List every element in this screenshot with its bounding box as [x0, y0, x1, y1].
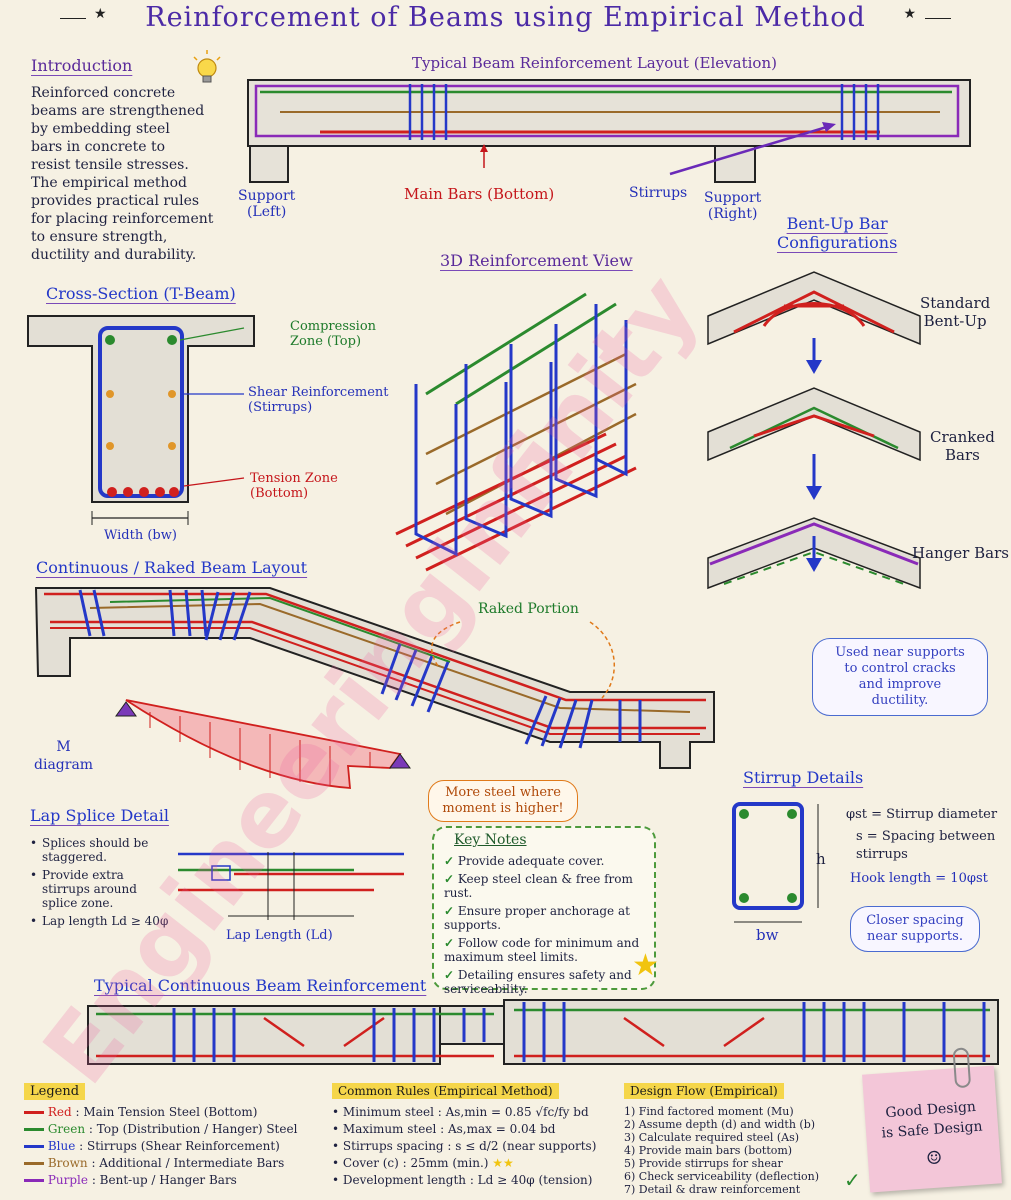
- rules-block: Common Rules (Empirical Method) • Minimu…: [332, 1080, 608, 1187]
- continuous-beam-diagram: [87, 999, 999, 1065]
- closer-spacing-cloud: Closer spacing near supports.: [850, 906, 980, 952]
- reinforcement-3d-view: [395, 292, 637, 572]
- phi-definition: φst = Stirrup diameter: [846, 807, 998, 822]
- cranked-bars-label: Cranked Bars: [930, 428, 995, 464]
- lap-splice-diagram: [178, 852, 404, 920]
- rule-item: • Stirrups spacing : s ≤ d/2 (near suppo…: [332, 1139, 597, 1153]
- key-notes-heading: Key Notes: [454, 832, 527, 848]
- hanger-bars-label: Hanger Bars: [912, 544, 1009, 562]
- bw-label: bw: [756, 926, 779, 944]
- design-flow-block: Design Flow (Empirical) 1) Find factored…: [624, 1080, 854, 1196]
- tension-label: Tension Zone (Bottom): [250, 471, 338, 501]
- legend-swatch: [24, 1128, 44, 1131]
- rule-item: • Minimum steel : As,min = 0.85 √fc/fy b…: [332, 1105, 589, 1119]
- more-steel-note: More steel where moment is higher!: [428, 780, 578, 822]
- legend-swatch: [24, 1179, 44, 1182]
- page-title: ★ Reinforcement of Beams using Empirical…: [0, 0, 1011, 40]
- legend-block: Legend Red : Main Tension Steel (Bottom)…: [24, 1080, 324, 1187]
- flow-step: 7) Detail & draw reinforcement: [624, 1183, 801, 1196]
- main-bars-label: Main Bars (Bottom): [404, 185, 555, 203]
- checkmark-icon: ✓: [844, 1168, 861, 1192]
- support-left-label: Support (Left): [238, 188, 296, 220]
- lap-splice-heading: Lap Splice Detail: [30, 806, 169, 825]
- lap-bullet: Provide extra stirrups around splice zon…: [30, 868, 170, 910]
- hook-length: Hook length = 10φst: [850, 871, 988, 886]
- raked-heading: Continuous / Raked Beam Layout: [36, 558, 308, 577]
- rule-item: • Development length : Ld ≥ 40φ (tension…: [332, 1173, 593, 1187]
- flow-step: 3) Calculate required steel (As): [624, 1131, 800, 1144]
- stirrups-label: Stirrups: [629, 185, 688, 201]
- width-label: Width (bw): [104, 528, 177, 543]
- lap-bullet: Lap length Ld ≥ 40φ: [30, 914, 170, 928]
- design-flow-heading: Design Flow (Empirical): [624, 1083, 784, 1099]
- check-icon: ✓: [444, 872, 455, 886]
- legend-swatch: [24, 1145, 44, 1148]
- elevation-heading: Typical Beam Reinforcement Layout (Eleva…: [412, 54, 777, 72]
- lap-bullets: Splices should be staggered. Provide ext…: [30, 836, 170, 932]
- legend-row: Brown : Additional / Intermediate Bars: [24, 1156, 324, 1170]
- lap-bullet: Splices should be staggered.: [30, 836, 170, 864]
- flow-step: 2) Assume depth (d) and width (b): [624, 1118, 816, 1131]
- raked-beam-diagram: [34, 587, 715, 789]
- cross-section-heading: Cross-Section (T-Beam): [46, 284, 236, 303]
- flow-step: 1) Find factored moment (Mu): [624, 1105, 794, 1118]
- smiley-icon: ☺: [925, 1147, 943, 1170]
- star-icon: ★: [632, 948, 659, 983]
- sticky-text: Good Design is Safe Design: [881, 1098, 984, 1142]
- h-label: h: [816, 850, 826, 868]
- sticky-note: Good Design is Safe Design ☺: [862, 1047, 1002, 1193]
- legend-row: Blue : Stirrups (Shear Reinforcement): [24, 1139, 324, 1153]
- lightbulb-icon: [190, 48, 224, 94]
- t-beam-section: [27, 315, 255, 525]
- standard-bentup-label: Standard Bent-Up: [920, 294, 991, 330]
- stirrup-detail-diagram: [732, 802, 819, 923]
- check-icon: ✓: [444, 968, 455, 982]
- s-definition: s = Spacing between stirrups: [856, 829, 996, 862]
- intro-heading: Introduction: [31, 56, 133, 75]
- flow-step: 4) Provide main bars (bottom): [624, 1144, 793, 1157]
- check-icon: ✓: [444, 904, 455, 918]
- key-notes-box: Key Notes ✓ Provide adequate cover. ✓ Ke…: [432, 826, 656, 996]
- legend-row: Purple : Bent-up / Hanger Bars: [24, 1173, 324, 1187]
- raked-portion-label: Raked Portion: [478, 601, 579, 617]
- legend-swatch: [24, 1111, 44, 1114]
- star-icon: ★★: [492, 1156, 514, 1170]
- flow-step: 6) Check serviceability (deflection): [624, 1170, 820, 1183]
- bentup-heading: Bent-Up Bar Configurations: [777, 214, 898, 252]
- legend-row: Red : Main Tension Steel (Bottom): [24, 1105, 324, 1119]
- check-icon: ✓: [444, 936, 455, 950]
- compression-label: Compression Zone (Top): [290, 319, 377, 349]
- legend-heading: Legend: [24, 1083, 86, 1100]
- support-right-label: Support (Right): [704, 190, 762, 222]
- m-diagram-label: M diagram: [34, 739, 94, 773]
- stirrup-details-heading: Stirrup Details: [743, 768, 864, 787]
- elevation-diagram: [247, 79, 971, 183]
- bentup-diagrams: [707, 271, 921, 590]
- rule-item: • Maximum steel : As,max = 0.04 bd: [332, 1122, 556, 1136]
- lap-length-label: Lap Length (Ld): [226, 928, 333, 943]
- flow-step: 5) Provide stirrups for shear: [624, 1157, 783, 1170]
- check-icon: ✓: [444, 854, 455, 868]
- rules-heading: Common Rules (Empirical Method): [332, 1083, 559, 1099]
- continuous-heading: Typical Continuous Beam Reinforcement: [94, 976, 427, 995]
- legend-row: Green : Top (Distribution / Hanger) Stee…: [24, 1122, 324, 1136]
- shear-label: Shear Reinforcement (Stirrups): [248, 385, 389, 415]
- legend-swatch: [24, 1162, 44, 1165]
- bentup-note-cloud: Used near supports to control cracks and…: [812, 638, 988, 716]
- rule-item: • Cover (c) : 25mm (min.) ★★: [332, 1156, 514, 1170]
- paperclip-icon: [952, 1047, 972, 1089]
- view3d-heading: 3D Reinforcement View: [440, 251, 633, 270]
